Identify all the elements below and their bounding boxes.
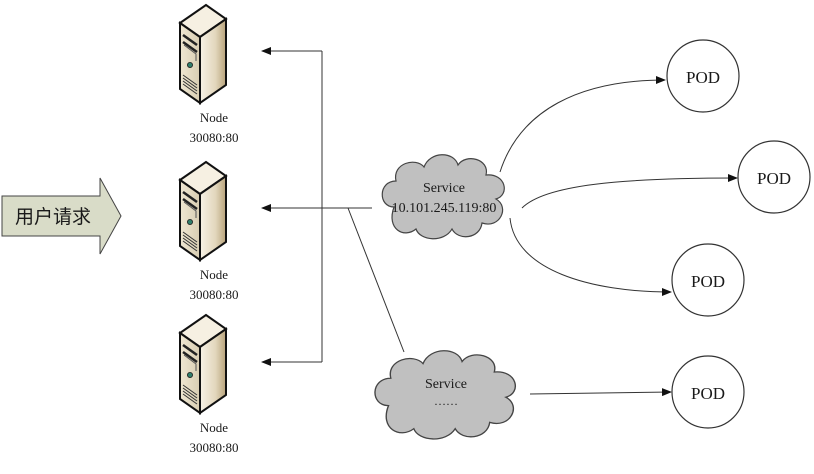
pod-circle bbox=[671, 355, 745, 429]
node-port: 30080:80 bbox=[189, 287, 238, 302]
node-connectors bbox=[261, 47, 405, 366]
server-icon bbox=[178, 3, 228, 105]
node-2[interactable]: Node 30080:80 bbox=[178, 160, 239, 302]
pod-3[interactable]: POD bbox=[671, 243, 745, 317]
service-name: Service bbox=[425, 377, 467, 392]
service-1[interactable]: Service 10.101.245.119:80 bbox=[381, 154, 505, 240]
cloud-icon bbox=[381, 154, 505, 240]
pod-circle bbox=[666, 39, 740, 113]
pod-2[interactable]: POD bbox=[737, 140, 811, 214]
service-address: 10.101.245.119:80 bbox=[392, 201, 497, 216]
pod-circle bbox=[671, 243, 745, 317]
service-name: Service bbox=[423, 181, 465, 196]
service-address: …… bbox=[434, 394, 458, 408]
arrow-to-pod-4 bbox=[529, 388, 672, 397]
arrow-to-pod-1 bbox=[499, 76, 666, 173]
pod-label: POD bbox=[691, 384, 725, 403]
pod-4[interactable]: POD bbox=[671, 355, 745, 429]
node-port: 30080:80 bbox=[189, 440, 238, 455]
node-name: Node bbox=[200, 420, 228, 435]
pod-label: POD bbox=[691, 272, 725, 291]
node-port: 30080:80 bbox=[189, 130, 238, 145]
arrow-to-pod-2 bbox=[521, 174, 738, 209]
node-name: Node bbox=[200, 110, 228, 125]
pod-circle bbox=[737, 140, 811, 214]
service-2[interactable]: Service …… bbox=[374, 350, 517, 440]
node-name: Node bbox=[200, 267, 228, 282]
server-icon bbox=[178, 313, 228, 415]
pod-label: POD bbox=[686, 68, 720, 87]
node-3[interactable]: Node 30080:80 bbox=[178, 313, 239, 455]
server-icon bbox=[178, 160, 228, 262]
arrow-to-pod-3 bbox=[509, 217, 672, 296]
user-request-label: 用户请求 bbox=[15, 206, 91, 228]
user-request-arrow: 用户请求 bbox=[1, 177, 122, 255]
request-arrow-shape bbox=[1, 177, 122, 255]
pod-1[interactable]: POD bbox=[666, 39, 740, 113]
line-to-service-2 bbox=[347, 207, 405, 353]
pod-label: POD bbox=[757, 169, 791, 188]
pod-connectors bbox=[499, 76, 738, 397]
node-1[interactable]: Node 30080:80 bbox=[178, 3, 239, 145]
